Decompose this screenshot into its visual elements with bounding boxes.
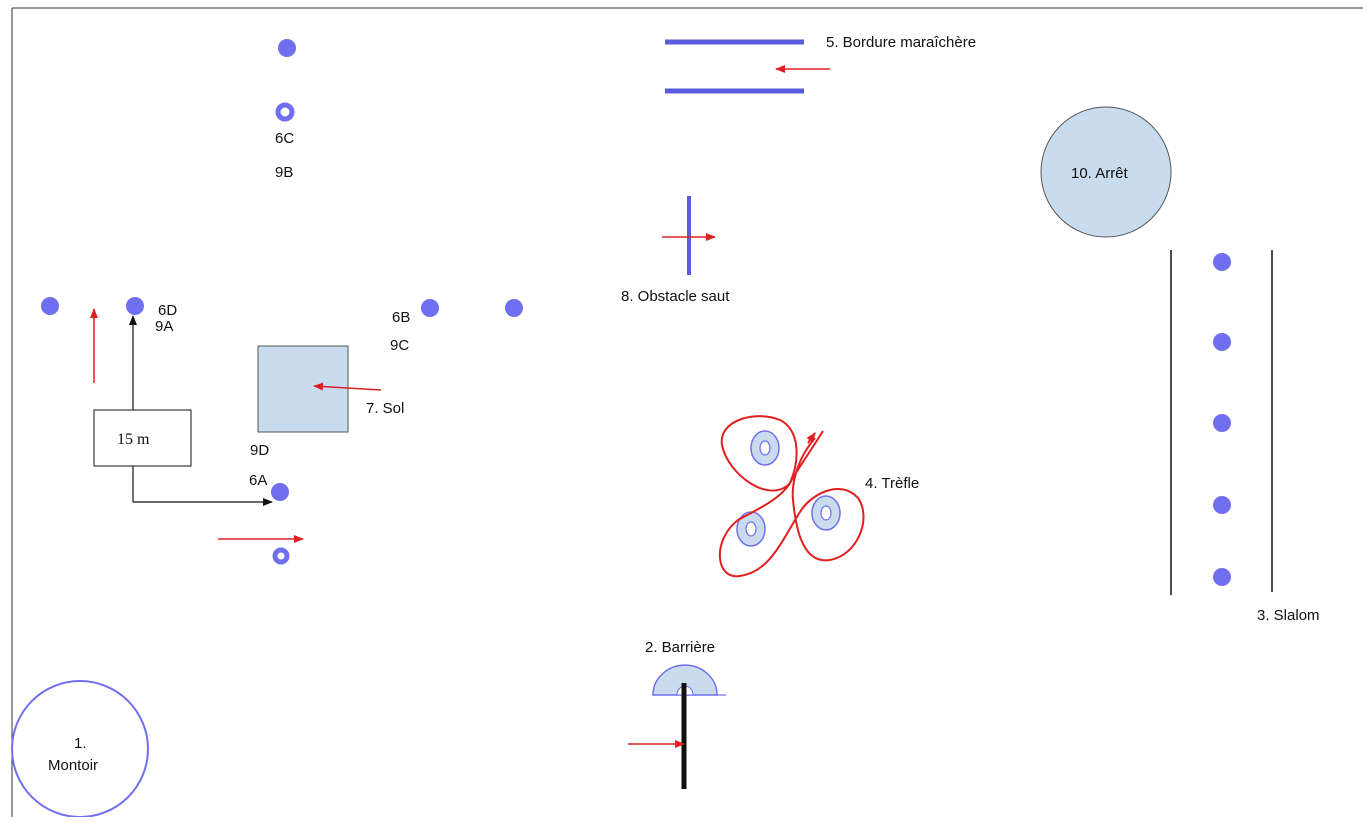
label-montoir: 1.: [74, 735, 87, 752]
label-9b: 9B: [275, 164, 293, 181]
label-6c: 6C: [275, 130, 294, 147]
label-distance: 15 m: [117, 431, 150, 448]
label-9c: 9C: [390, 337, 409, 354]
sol-square: [257, 345, 349, 433]
trefle-figure: [718, 415, 865, 578]
label-6d: 6D: [158, 302, 177, 319]
label-sol: 7. Sol: [366, 400, 404, 417]
cone-dot-icon: [41, 297, 59, 315]
label-barriere: 2. Barrière: [645, 639, 715, 656]
trefle-path: [718, 415, 865, 578]
label-6a: 6A: [249, 472, 267, 489]
label-9a: 9A: [155, 318, 173, 335]
arrow-icon: [806, 432, 816, 444]
cone-dot-icon: [1213, 496, 1231, 514]
arret-circle: [1040, 106, 1172, 238]
arrow-icon: [313, 382, 382, 391]
label-montoir-line2: Montoir: [48, 757, 98, 774]
label-6b: 6B: [392, 309, 410, 326]
cone-dot-icon: [505, 299, 523, 317]
cone-dot-icon: [278, 39, 296, 57]
label-bordure: 5. Bordure maraîchère: [826, 34, 976, 51]
cone-dot-icon: [1213, 333, 1231, 351]
label-9d: 9D: [250, 442, 269, 459]
label-slalom: 3. Slalom: [1257, 607, 1320, 624]
cone-dot-icon: [126, 297, 144, 315]
label-arret: 10. Arrêt: [1071, 165, 1129, 182]
cone-dot-icon: [1213, 568, 1231, 586]
cone-dot-icon: [1213, 253, 1231, 271]
ring-cone-icon: [272, 547, 290, 565]
cone-dot-icon: [271, 483, 289, 501]
label-obstacle-saut: 8. Obstacle saut: [621, 288, 730, 305]
ring-cone-icon: [275, 102, 295, 122]
label-trefle: 4. Trèfle: [865, 475, 919, 492]
cone-dot-icon: [1213, 414, 1231, 432]
cone-dot-icon: [421, 299, 439, 317]
barriere-arch: [652, 664, 718, 696]
distance-box: [93, 409, 192, 467]
